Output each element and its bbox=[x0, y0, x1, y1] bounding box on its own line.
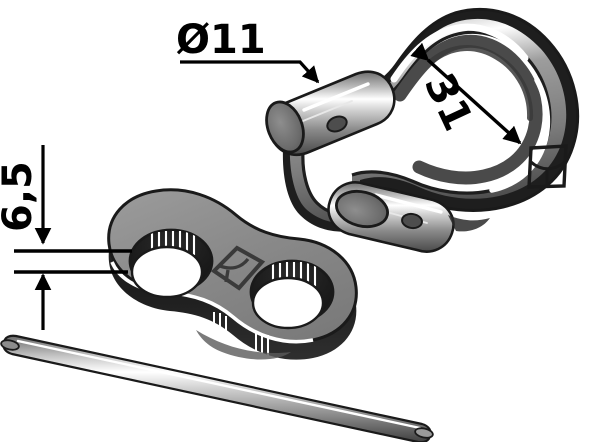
lower-tube-dimple bbox=[401, 212, 423, 230]
dimension-label-diameter: Ø11 bbox=[176, 17, 266, 63]
lower-tube-end-face bbox=[335, 189, 389, 229]
pin-left-end-face bbox=[0, 339, 20, 351]
dimension-plate-thickness: 6,5 bbox=[0, 145, 132, 330]
clevis-link bbox=[265, 7, 580, 253]
upper-tube-end-face bbox=[265, 100, 305, 154]
clevis-inner-outline bbox=[301, 30, 552, 217]
upper-tube-highlight-2 bbox=[297, 100, 353, 124]
square-quadrant-outline bbox=[527, 144, 568, 189]
left-hole-floor bbox=[130, 245, 204, 299]
lower-tube-highlight-1 bbox=[374, 193, 443, 214]
dimension-leader-diameter bbox=[180, 60, 320, 84]
pin-highlight bbox=[16, 339, 422, 430]
dimension-line-opening bbox=[410, 42, 522, 145]
clevis-highlight-right bbox=[489, 77, 551, 193]
square-quadrant-symbol bbox=[527, 144, 568, 189]
diamond-quadrant-symbol bbox=[210, 245, 266, 291]
diamond-quadrant-arc bbox=[219, 257, 250, 270]
clevis-joint-shadow bbox=[448, 215, 490, 232]
dimension-hole-diameter: Ø11 bbox=[176, 17, 320, 84]
right-hole-floor bbox=[251, 276, 325, 330]
upper-tube-dimple bbox=[326, 115, 348, 133]
straight-pin bbox=[0, 334, 434, 442]
upper-tube-highlight-1 bbox=[302, 82, 370, 112]
pin-right-end-face bbox=[414, 427, 434, 439]
plate-sidewall-hatching bbox=[213, 312, 269, 357]
figure-eight-link-plate bbox=[107, 188, 358, 360]
plate-hole-right bbox=[249, 259, 335, 330]
dimension-label-thickness: 6,5 bbox=[0, 161, 41, 232]
diamond-quadrant-divider bbox=[224, 269, 230, 283]
plate-sidewall-reflection bbox=[196, 330, 291, 360]
clevis-highlight-top bbox=[390, 23, 529, 83]
clevis-upper-arm bbox=[265, 70, 396, 157]
plate-edge-highlight bbox=[110, 261, 314, 344]
diamond-quadrant-outline bbox=[210, 245, 266, 291]
plate-hole-left bbox=[128, 228, 214, 299]
